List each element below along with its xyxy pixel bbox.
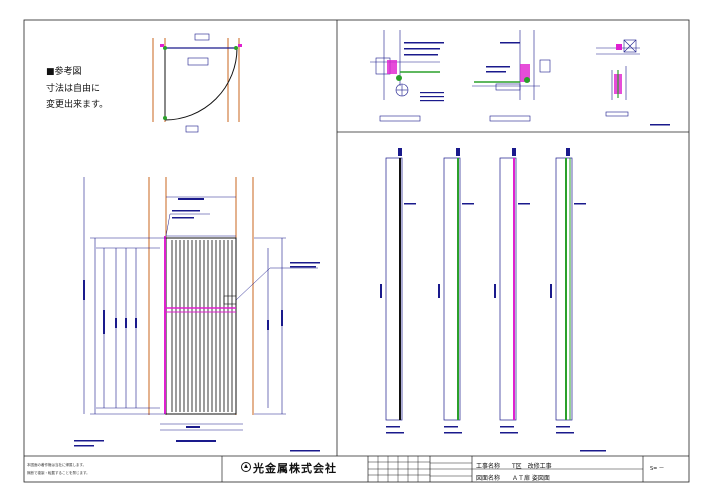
project-label: 工事名称 bbox=[476, 463, 501, 470]
frame-members bbox=[380, 148, 606, 452]
reference-title: ■参考図 bbox=[46, 67, 82, 77]
project-value: T区 改修工事 bbox=[512, 463, 552, 470]
dimension-lines bbox=[83, 177, 286, 431]
reference-note-line2: 変更出来ます。 bbox=[46, 100, 109, 110]
scale-value: S= ー bbox=[650, 466, 664, 472]
disclaimer-line1: 本図面の著作権は当社に帰属します。 bbox=[27, 463, 87, 467]
door-bars bbox=[171, 240, 233, 412]
disclaimer-line2: 無断で複製・転載することを禁じます。 bbox=[27, 471, 90, 475]
company-logo-icon bbox=[241, 462, 251, 472]
section-details bbox=[370, 30, 670, 126]
reference-note-line1: 寸法は自由に bbox=[46, 84, 101, 94]
sheet-border bbox=[23, 19, 690, 483]
drawing-label: 図面名称 bbox=[476, 475, 501, 482]
gate-elevation bbox=[74, 177, 320, 452]
company-name: 光金属株式会社 bbox=[253, 462, 337, 475]
drawing-value: ＡＴ扉 姿図面 bbox=[512, 475, 550, 482]
plan-swing-view bbox=[152, 33, 242, 133]
